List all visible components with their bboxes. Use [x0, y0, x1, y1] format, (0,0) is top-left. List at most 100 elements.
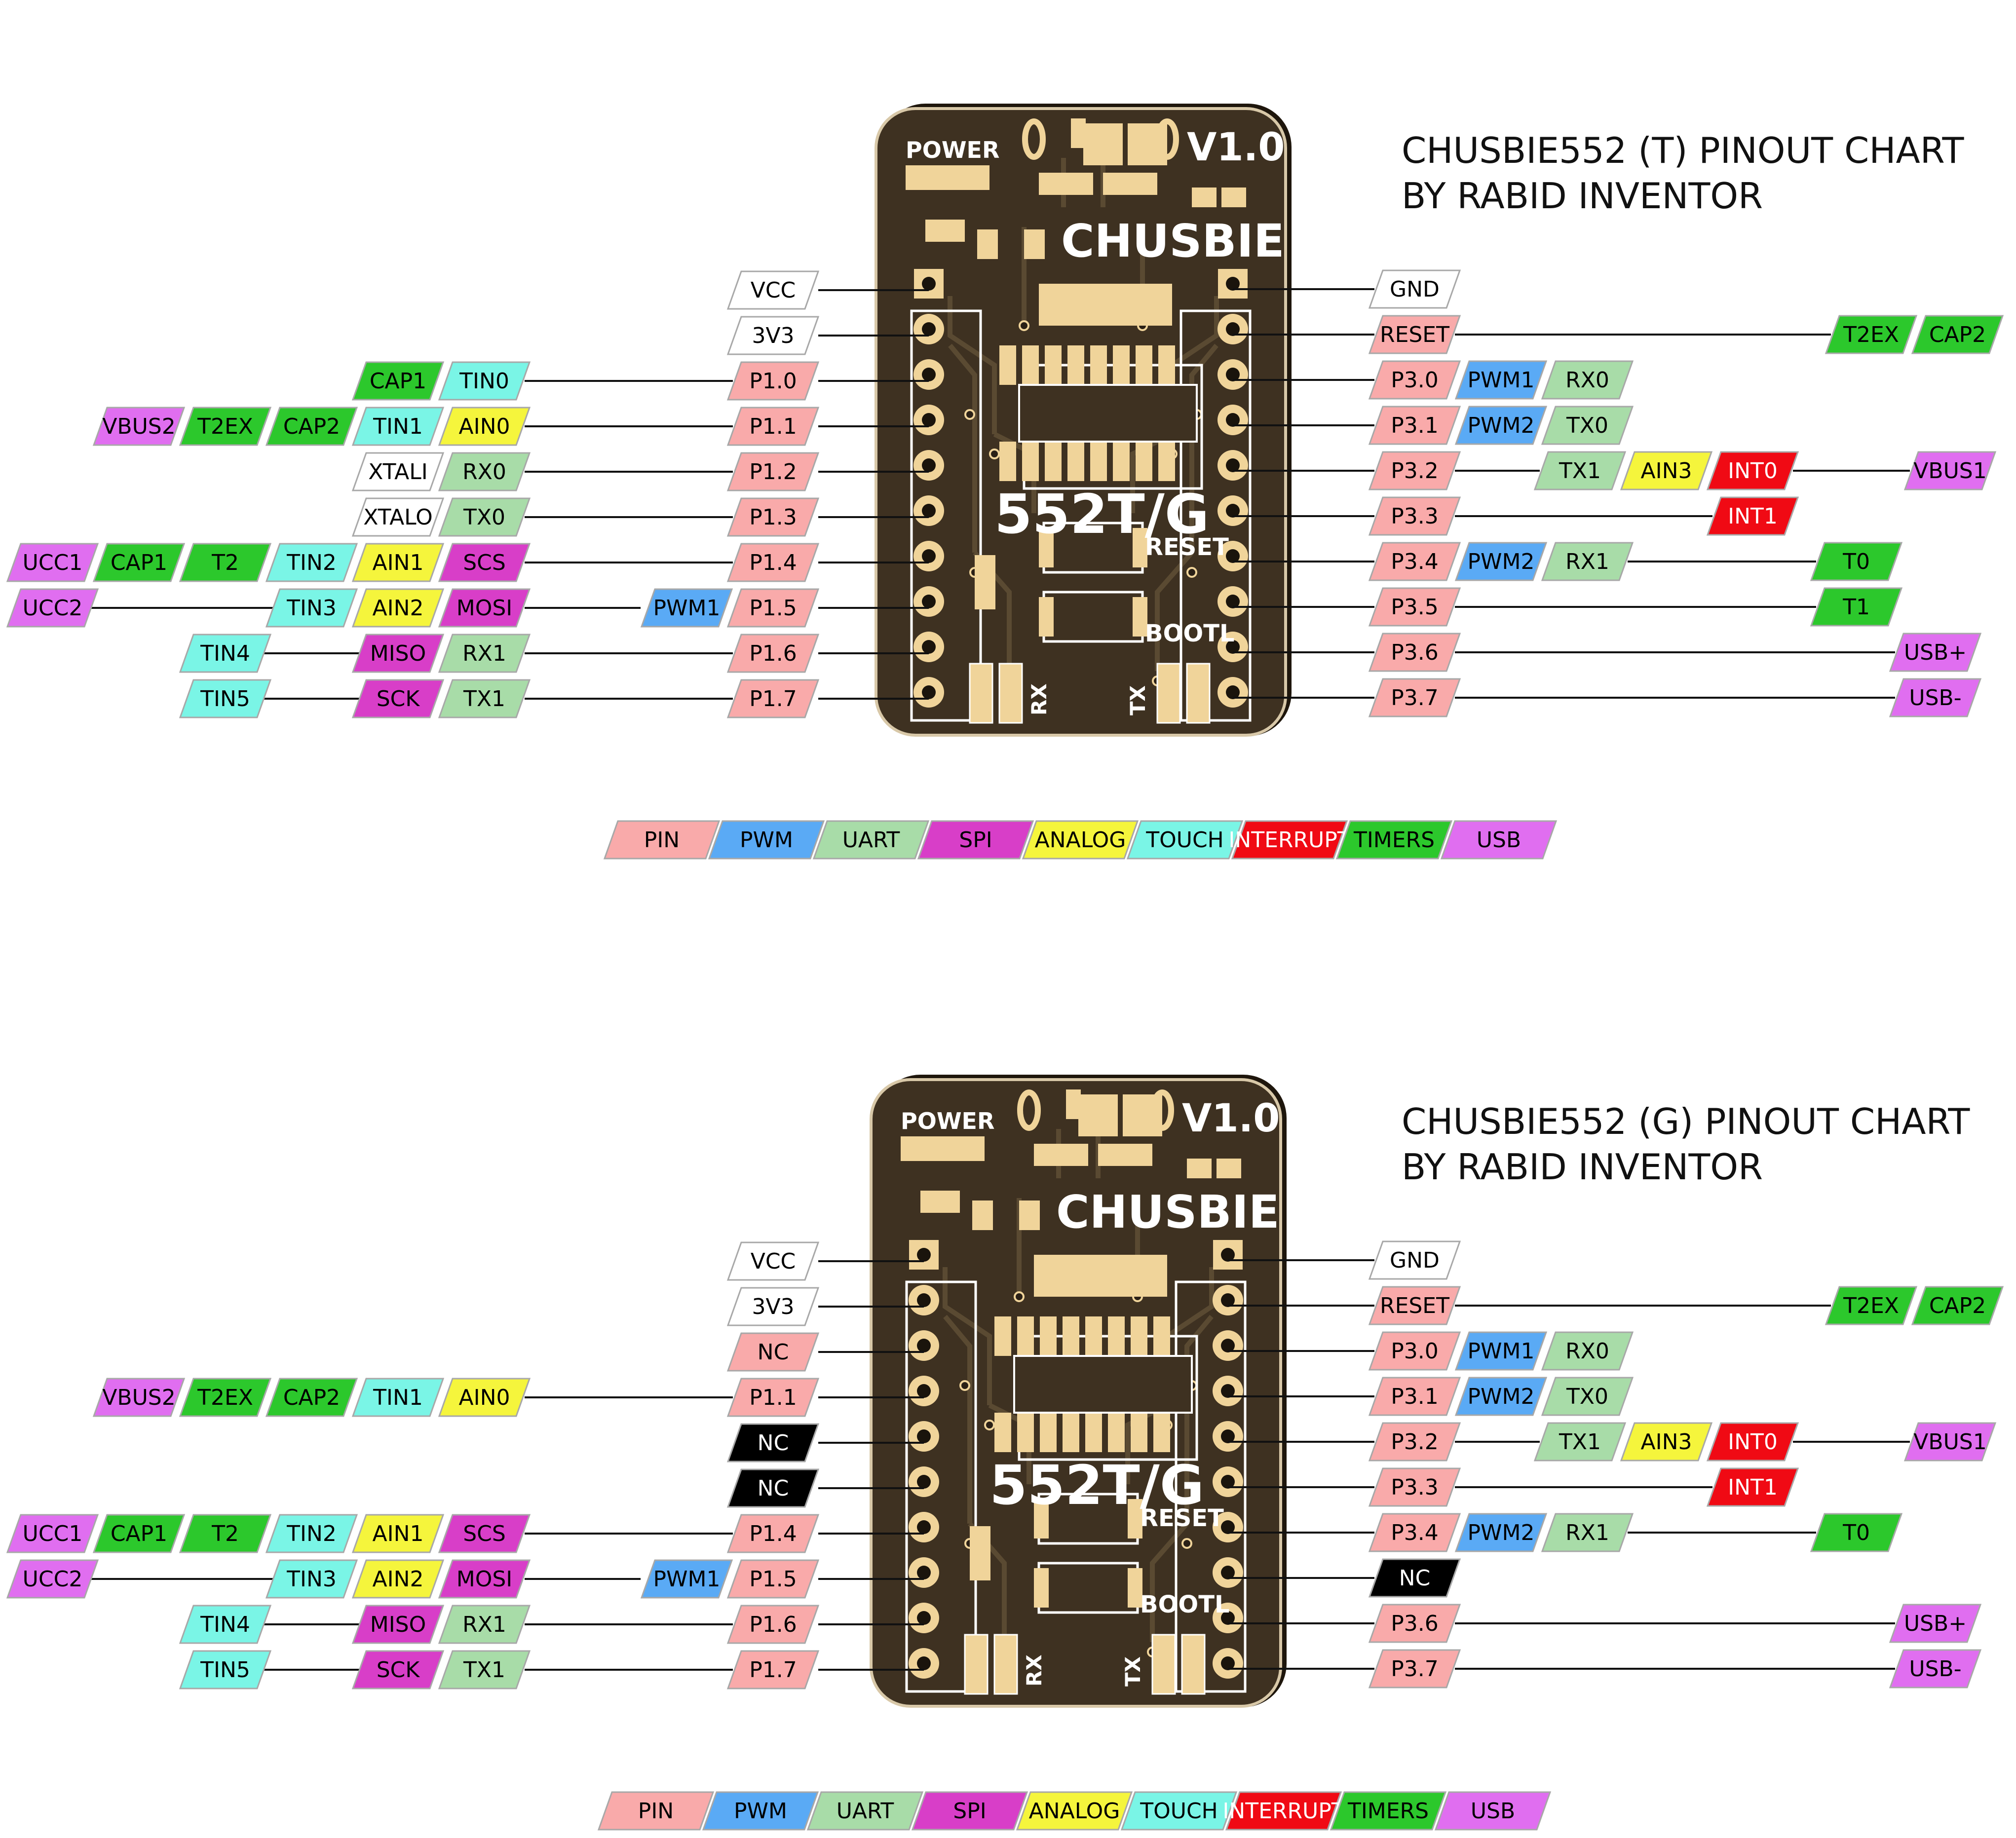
- label-box: [438, 1605, 531, 1644]
- label-p3-6: P3.6: [1368, 1604, 1461, 1643]
- label-text: VCC: [751, 1249, 796, 1274]
- label-p1-4: P1.4: [726, 543, 820, 582]
- pin-hole: [1221, 1429, 1235, 1443]
- label-text: VBUS2: [102, 414, 175, 439]
- label-p3-4: P3.4: [1368, 542, 1461, 581]
- label-usb: USB+: [1889, 1604, 1982, 1643]
- chip-pin-top: [1063, 1316, 1079, 1356]
- label-t2ex: T2EX: [179, 407, 272, 446]
- label-box: [726, 452, 820, 491]
- label-box: [265, 407, 358, 446]
- led-pad: [1156, 663, 1181, 724]
- label-text: XTALO: [363, 505, 433, 530]
- label-box: [438, 497, 531, 537]
- chip-pin-bottom: [1017, 1413, 1034, 1452]
- legend-label: ANALOG: [1029, 1799, 1120, 1824]
- label-box: [1533, 1422, 1627, 1462]
- label-text: P3.0: [1391, 1339, 1439, 1364]
- button-pad: [1133, 528, 1147, 567]
- legend-label: INTERRUPT: [1222, 1799, 1344, 1824]
- label-p3-4: P3.4: [1368, 1513, 1461, 1552]
- label-text: INT1: [1728, 504, 1778, 529]
- label-box: [1620, 451, 1713, 490]
- label-box: [1810, 587, 1903, 627]
- silk-tx: TX: [1121, 1656, 1145, 1687]
- label-text: T0: [1842, 1520, 1870, 1545]
- led-pad: [1186, 663, 1211, 724]
- label-rx1: RX1: [438, 1605, 531, 1644]
- legend-label: PIN: [638, 1799, 674, 1824]
- pin-hole: [1221, 1566, 1235, 1579]
- pin-hole: [1221, 1384, 1235, 1398]
- chip-pin-bottom: [1136, 442, 1152, 481]
- label-ain1: AIN1: [351, 543, 445, 582]
- usb-pad: [1034, 1255, 1167, 1297]
- chip-pin-bottom: [1045, 442, 1062, 481]
- label-text: VCC: [751, 278, 796, 303]
- chip-pin-bottom: [1067, 442, 1084, 481]
- chip-pin-bottom: [1153, 1413, 1170, 1452]
- label-p3-3: P3.3: [1368, 496, 1461, 536]
- label-box: [1889, 633, 1982, 672]
- chip-pin-top: [1136, 345, 1152, 385]
- label-box: [1620, 1422, 1713, 1462]
- silk-power: POWER: [901, 1108, 994, 1134]
- label-rx0: RX0: [438, 452, 531, 491]
- label-tx1: TX1: [1533, 1422, 1627, 1462]
- smd-pad: [1150, 1089, 1174, 1131]
- legend-swatch: [603, 820, 721, 860]
- label-box: [438, 588, 531, 628]
- label-text: P1.2: [749, 459, 797, 485]
- copper-trace: [1184, 1314, 1214, 1524]
- label-box: [179, 679, 272, 718]
- legend-label: PWM: [740, 827, 793, 853]
- label-box: [92, 407, 186, 446]
- label-box: [1903, 451, 1997, 490]
- label-text: TIN3: [286, 1567, 337, 1592]
- legend-item-touch: TOUCH: [1126, 820, 1244, 860]
- label-vbus1: VBUS1: [1903, 451, 1997, 490]
- label-box: [92, 1514, 186, 1553]
- label-text: T0: [1842, 549, 1870, 574]
- label-ain3: AIN3: [1620, 1422, 1713, 1462]
- label-box: [1541, 542, 1634, 581]
- legend-label: UART: [842, 827, 900, 853]
- label-text: P1.1: [749, 414, 797, 439]
- label-ain2: AIN2: [351, 588, 445, 628]
- smd-pad: [1192, 188, 1217, 207]
- pin-hole: [922, 549, 936, 563]
- chip-pin-top: [1090, 345, 1107, 385]
- chart-subtitle: BY RABID INVENTOR: [1402, 175, 1763, 217]
- label-text: PWM1: [1468, 1339, 1535, 1364]
- label-box: [179, 407, 272, 446]
- label-text: UCC1: [23, 550, 83, 575]
- label-nc: NC: [726, 1332, 820, 1372]
- label-box: [265, 1378, 358, 1417]
- label-text: T1: [1842, 595, 1870, 620]
- button-pad: [1128, 1499, 1142, 1538]
- label-box: [1368, 451, 1461, 490]
- chip-pin-top: [999, 345, 1016, 385]
- label-pwm2: PWM2: [1454, 542, 1548, 581]
- label-text: TX0: [463, 505, 505, 530]
- chip-pin-bottom: [994, 1413, 1011, 1452]
- label-box: [726, 1332, 820, 1372]
- label-text: USB+: [1904, 640, 1967, 665]
- label-box: [726, 1514, 820, 1553]
- label-sck: SCK: [351, 679, 445, 718]
- smd-pad: [1221, 188, 1246, 207]
- led-pad: [1181, 1634, 1206, 1695]
- label-text: P1.0: [749, 369, 797, 394]
- legend-label: ANALOG: [1035, 827, 1126, 853]
- via: [959, 1380, 970, 1391]
- label-p3-2: P3.2: [1368, 451, 1461, 490]
- chip-pin-top: [1045, 345, 1062, 385]
- pin-hole: [922, 595, 936, 608]
- silk-bootl: BOOTL: [1145, 620, 1235, 647]
- label-text: RX1: [1565, 549, 1609, 574]
- chip-pin-top: [1131, 1316, 1147, 1356]
- pin-hole: [917, 1475, 931, 1489]
- label-box: [265, 1559, 358, 1599]
- label-mosi: MOSI: [438, 588, 531, 628]
